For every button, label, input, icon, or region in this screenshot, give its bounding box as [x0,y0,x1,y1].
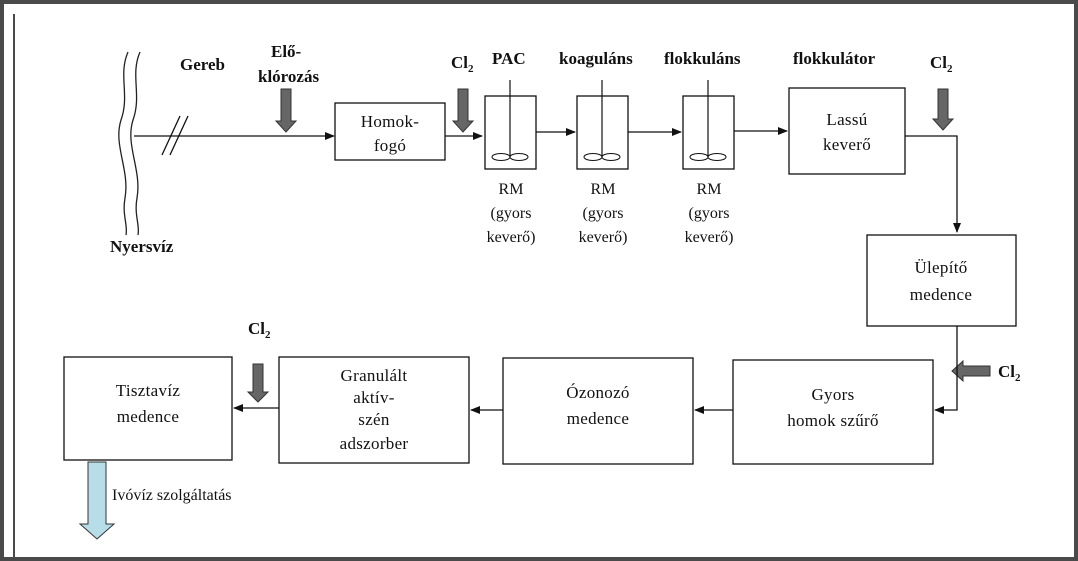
gac-adsorber-label-1: Granulált [341,366,408,385]
rm1-abbr: RM [499,181,524,198]
rm2-note-1: (gyors [583,205,624,222]
rm1-note-1: (gyors [491,205,532,222]
cl2-label-4: Cl2 [248,319,271,341]
rm3-note-2: keverő) [685,229,734,246]
rapid-mixer-3 [682,80,735,170]
settling-basin-label-2: medence [910,285,973,304]
slow-mixer-label-2: keverő [823,135,871,154]
flow-line-settling-to-filter [934,326,958,414]
rm1-note-2: keverő) [487,229,536,246]
flocculator-label: flokkulátor [793,49,876,68]
settling-basin-box [866,234,1017,327]
ozonation-basin-label-1: Ózonozó [566,383,629,402]
river-label: Nyersvíz [110,237,174,256]
rapid-sand-filter-box [732,359,934,465]
gac-adsorber-label-4: adszorber [340,434,409,453]
sand-trap-label-2: fogó [374,136,406,155]
gac-adsorber-label-3: szén [358,410,390,429]
rapid-mixer-2 [576,80,629,170]
slow-mixer-label-1: Lassú [826,110,867,129]
chlorine-arrow-icon [451,88,475,133]
pre-chlorination-label-1: Elő- [271,42,302,61]
rm3-abbr: RM [697,181,722,198]
gac-adsorber-label-2: aktív- [353,388,394,407]
cl2-label-3: Cl2 [998,362,1021,384]
clean-water-basin-label-1: Tisztavíz [116,381,181,400]
gereb-label: Gereb [180,55,225,74]
rapid-mixer-1 [484,80,537,170]
cl2-label-2: Cl2 [930,53,953,75]
flow-line-slow-mixer-to-settling [905,135,961,233]
sand-trap-box [334,102,446,161]
sand-trap-label-1: Homok- [361,112,419,131]
rm2-note-2: keverő) [579,229,628,246]
settling-basin-label-1: Ülepítő [914,258,967,277]
ozonation-basin-box [502,357,694,465]
clean-water-basin-box [63,356,233,461]
cl2-label-1: Cl2 [451,53,474,75]
flocculant-label: flokkuláns [664,49,741,68]
river-icon [118,51,141,236]
pre-chlorination-label-2: klórozás [258,67,319,86]
chlorine-arrow-icon [931,88,955,131]
service-label: Ivóvíz szolgáltatás [112,487,232,504]
chlorine-arrow-icon [246,363,270,403]
clean-water-basin-label-2: medence [117,407,180,426]
service-arrow-icon [78,461,116,540]
gac-adsorber-box [278,356,470,464]
coagulant-label: koaguláns [559,49,633,68]
pac-label: PAC [492,49,526,68]
ozonation-basin-label-2: medence [567,409,630,428]
chlorine-arrow-icon [951,359,991,383]
rapid-sand-filter-label-1: Gyors [811,385,854,404]
rapid-sand-filter-label-2: homok szűrő [787,411,879,430]
slow-mixer-box [788,87,906,175]
rm2-abbr: RM [591,181,616,198]
chlorine-arrow-icon [274,88,298,133]
rm3-note-1: (gyors [689,205,730,222]
